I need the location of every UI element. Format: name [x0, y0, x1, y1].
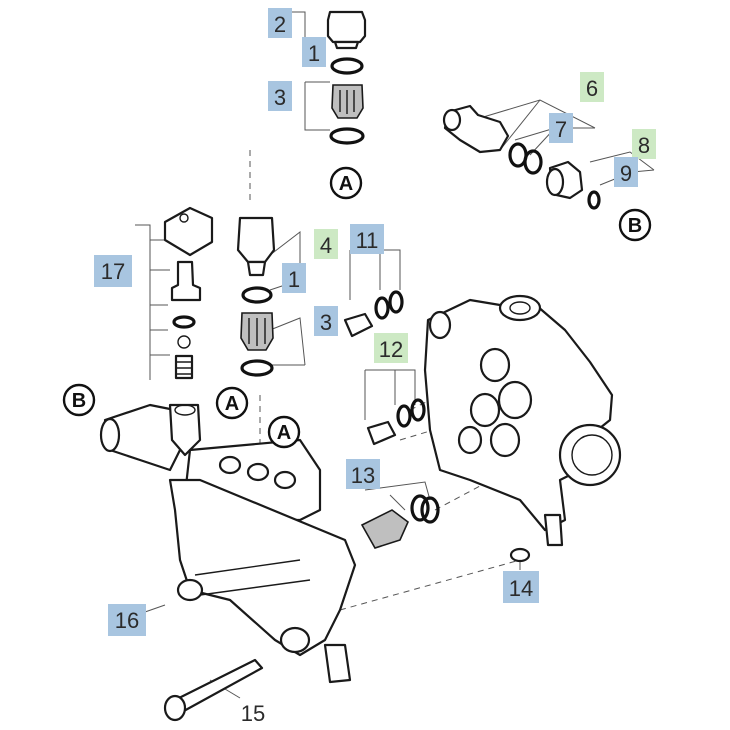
callout-14: 14	[503, 571, 539, 603]
seal-12	[366, 420, 397, 446]
valve-13	[360, 509, 409, 549]
callout-8: 8	[632, 129, 656, 159]
ball-17	[177, 335, 191, 349]
callout-11: 11	[350, 224, 384, 254]
plug-14	[509, 547, 531, 563]
callout-labels: 2 1 3 6 7 8 9 4 1 11 3 1	[94, 8, 656, 726]
ref-label: A	[225, 393, 239, 415]
middle-valve-stack	[236, 216, 276, 377]
valve-pin	[170, 260, 202, 302]
pump-housing	[423, 294, 622, 563]
suction-connector-parts	[442, 104, 601, 210]
ref-circle: A	[267, 415, 301, 449]
pump-head	[99, 403, 357, 684]
svg-text:7: 7	[555, 117, 567, 142]
callout-1: 1	[302, 37, 326, 67]
svg-text:14: 14	[509, 576, 533, 601]
svg-text:12: 12	[379, 337, 403, 362]
callout-6: 6	[580, 72, 604, 102]
callout-2: 2	[268, 8, 292, 38]
top-valve-stack	[326, 10, 367, 145]
bolt-15	[163, 658, 264, 722]
callout-3-mid: 3	[314, 306, 338, 336]
callout-15: 15	[241, 701, 265, 726]
callout-17: 17	[94, 255, 132, 287]
seal-sets	[343, 290, 440, 549]
svg-text:2: 2	[274, 12, 286, 37]
valve-cap-collar	[333, 40, 360, 50]
valve-cap-4	[236, 216, 276, 264]
callout-9: 9	[614, 157, 638, 187]
o-ring-1-top	[330, 57, 364, 75]
valve-cap-2	[326, 10, 367, 44]
callout-4: 4	[314, 229, 338, 259]
callout-3: 3	[268, 81, 292, 111]
ref-circle: B	[618, 208, 652, 242]
ref-label: A	[339, 173, 353, 195]
o-ring-3-top	[329, 127, 365, 145]
o-ring-1-mid	[241, 286, 273, 304]
callout-13: 13	[346, 459, 380, 489]
o-ring-17	[172, 315, 196, 329]
relief-valve-assembly	[163, 206, 214, 380]
reference-circles: A B B A A	[62, 166, 652, 449]
svg-text:4: 4	[320, 233, 332, 258]
svg-text:11: 11	[356, 228, 379, 253]
callout-12: 12	[374, 333, 408, 363]
callout-7: 7	[549, 113, 573, 143]
svg-text:3: 3	[274, 85, 286, 110]
head-body	[168, 478, 357, 657]
svg-text:1: 1	[288, 267, 300, 292]
ref-circle: A	[215, 386, 249, 420]
o-ring-7b	[523, 149, 543, 175]
ref-label: A	[277, 422, 291, 444]
svg-text:1: 1	[308, 41, 320, 66]
seal-11	[343, 312, 374, 338]
bracket-17	[163, 206, 214, 257]
callout-1-mid: 1	[282, 263, 306, 293]
callout-16: 16	[108, 604, 146, 636]
svg-text:8: 8	[638, 133, 650, 158]
ref-circle: A	[329, 166, 363, 200]
o-ring-9	[587, 190, 601, 210]
svg-text:16: 16	[115, 608, 139, 633]
o-ring-3-mid	[240, 359, 274, 377]
svg-text:15: 15	[241, 701, 265, 726]
inlet-connector	[103, 403, 187, 472]
svg-text:13: 13	[351, 463, 375, 488]
svg-text:9: 9	[620, 161, 632, 186]
svg-text:17: 17	[101, 259, 125, 284]
ref-circle: B	[62, 383, 96, 417]
ref-label: B	[72, 390, 86, 412]
ref-label: B	[628, 215, 642, 237]
svg-text:6: 6	[586, 76, 598, 101]
svg-text:3: 3	[320, 310, 332, 335]
